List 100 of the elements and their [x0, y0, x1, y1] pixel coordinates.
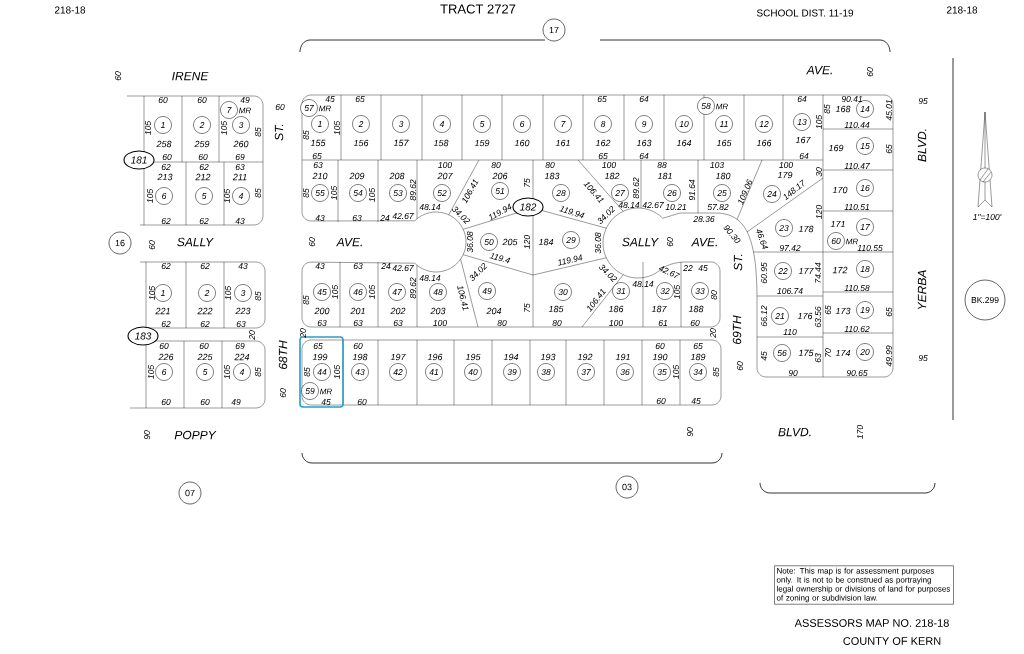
dimension-label: 65 [886, 307, 892, 317]
block-number-oval: 182 [512, 197, 544, 217]
dimension-label: 65 [312, 153, 322, 159]
mr-label: MR [318, 105, 331, 112]
dimension-label: 48.14 [419, 275, 441, 281]
lot-number: 157 [393, 139, 409, 147]
dimension-label: 43 [315, 263, 325, 269]
dimension-label: 20 [300, 328, 306, 338]
dimension-label: 105 [334, 120, 340, 135]
dimension-label: 63 [317, 320, 327, 326]
dimension-label: 100 [609, 320, 624, 326]
dimension-label: 110.47 [844, 163, 870, 169]
lot-number: 155 [310, 139, 326, 147]
dimension-label: 61 [658, 320, 667, 326]
dimension-label: 65 [693, 343, 703, 349]
street-name: IRENE [172, 71, 209, 81]
lot-number: 175 [798, 349, 814, 357]
dimension-label: 45 [698, 265, 708, 271]
dimension-label: 100 [779, 162, 794, 168]
lot-number: 225 [197, 353, 213, 361]
dimension-label: 60 [161, 399, 171, 405]
dimension-label: 80 [497, 320, 507, 326]
lot-number: 166 [756, 139, 772, 147]
dimension-label: 42.67 [392, 265, 414, 271]
lot-number: 165 [716, 139, 732, 147]
lot-number: 201 [350, 307, 365, 315]
dimension-label: 60 [357, 399, 367, 405]
lot-number: 169 [828, 144, 844, 152]
lot-number: 184 [538, 238, 554, 246]
mr-label: MR [715, 103, 728, 110]
dimension-label: 103 [710, 162, 725, 168]
lot-number: 158 [433, 139, 449, 147]
lot-number: 200 [314, 307, 330, 315]
dimension-label: 60 [149, 240, 155, 250]
dimension-label: 85 [824, 104, 830, 114]
street-name: ST. [274, 124, 284, 141]
dimension-label: 49.99 [886, 345, 892, 367]
lot-number: 204 [486, 307, 502, 315]
dimension-label: 60 [200, 399, 210, 405]
dimension-label: 60 [158, 97, 168, 103]
dimension-label: 43 [235, 218, 245, 224]
dimension-label: 88 [657, 162, 667, 168]
dimension-label: 24 [381, 263, 391, 269]
note-text: Note: This map is for assessment purposes only. It is not to be construed as portraying legal ownership or divisions of land for purposes of zoning or subdivision law. [774, 565, 954, 605]
lot-number: 192 [577, 353, 593, 361]
lot-number: 212 [195, 173, 211, 181]
dimension-label: 62 [161, 321, 171, 327]
lot-number: 167 [795, 136, 811, 144]
lot-number: 176 [797, 312, 813, 320]
dimension-label: 60 [867, 67, 873, 77]
dimension-label: 63 [815, 353, 821, 363]
dimension-label: 95 [918, 355, 928, 361]
lot-number: 224 [234, 353, 250, 361]
dimension-label: 60 [275, 104, 285, 110]
street-name: BLVD. [917, 129, 927, 162]
dimension-label: 105 [369, 187, 375, 202]
street-name: 69TH [732, 315, 742, 344]
dimension-label: 20 [710, 328, 716, 338]
lot-number: 187 [651, 305, 667, 313]
lot-number: 179 [777, 171, 793, 179]
dimension-label: 45 [321, 399, 331, 405]
dimension-label: 42.67 [658, 266, 681, 278]
dimension-label: 60 [159, 343, 169, 349]
lot-number: 202 [390, 307, 406, 315]
dimension-label: 60 [115, 71, 121, 81]
lot-number: 188 [688, 305, 704, 313]
dimension-label: 24 [380, 215, 390, 221]
block-number-oval: 183 [127, 326, 159, 346]
dimension-label: 110.58 [844, 285, 870, 291]
lot-number: 170 [832, 186, 848, 194]
dimension-label: 105 [145, 120, 151, 135]
lot-number: 171 [830, 220, 845, 228]
dimension-label: 105 [147, 188, 153, 203]
dimension-label: 60 [197, 97, 207, 103]
lot-number: 185 [548, 305, 564, 313]
dimension-label: 63 [352, 215, 362, 221]
dimension-label: 105 [148, 364, 154, 379]
dimension-label: 110.62 [844, 326, 870, 332]
lot-number: 198 [352, 353, 368, 361]
lot-number: 222 [197, 307, 213, 315]
dimension-label: 65 [313, 343, 323, 349]
dimension-label: 62 [161, 164, 171, 170]
lot-number: 206 [492, 172, 508, 180]
dimension-label: 119.94 [559, 206, 585, 219]
scale-label: 1"=100' [973, 214, 1002, 220]
dimension-label: 110 [783, 329, 797, 335]
lot-number: 181 [657, 172, 672, 180]
lot-number: 199 [312, 353, 328, 361]
lot-number: 189 [690, 353, 706, 361]
dimension-label: 42.67 [642, 202, 664, 208]
lot-number: 195 [465, 353, 481, 361]
dimension-label: 119.4 [489, 253, 511, 264]
dimension-label: 62 [199, 164, 209, 170]
dimension-label: 43 [315, 215, 325, 221]
dimension-label: 49 [240, 97, 250, 103]
dimension-label: 62 [200, 263, 210, 269]
dimension-label: 105 [331, 185, 337, 200]
dimension-label: 43 [238, 263, 248, 269]
dimension-label: 45 [691, 398, 701, 404]
street-name: SALLY [177, 237, 214, 247]
